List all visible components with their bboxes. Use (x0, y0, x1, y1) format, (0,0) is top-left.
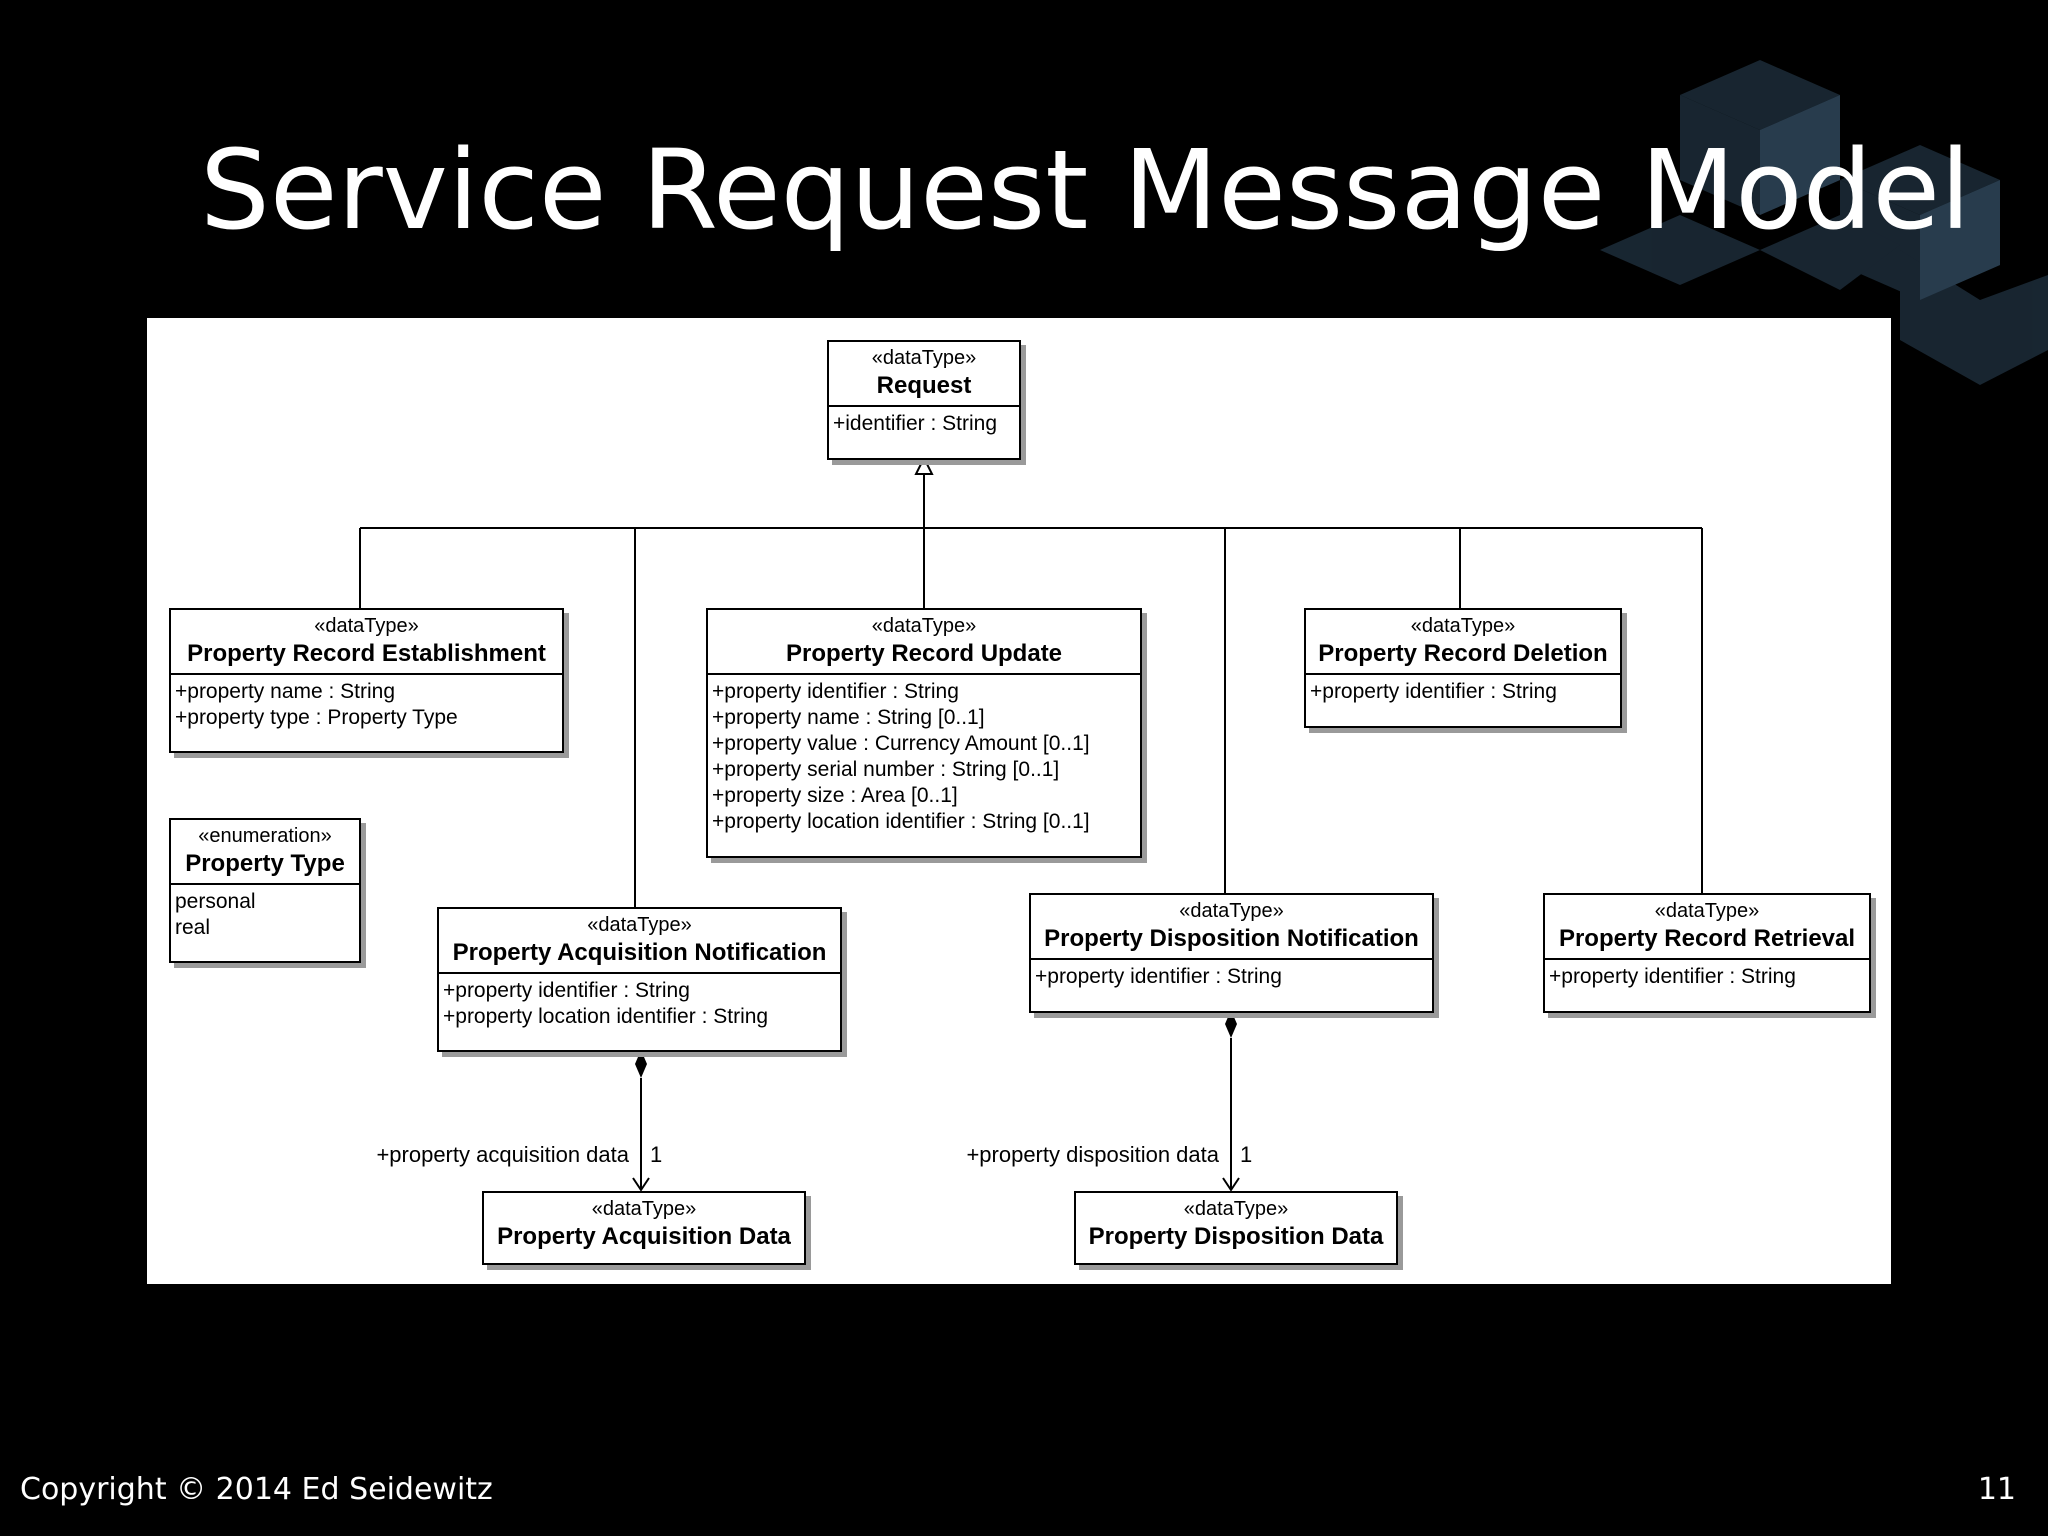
class-property-acquisition-data: «dataType» Property Acquisition Data (482, 1191, 806, 1265)
class-attribute: +property identifier : String (1310, 680, 1557, 703)
class-stereotype: «dataType» (314, 615, 419, 637)
slide-title: Service Request Message Model (200, 126, 1971, 254)
class-attribute: +property identifier : String (712, 680, 959, 703)
class-property-disposition-notification: «dataType» Property Disposition Notifica… (1029, 893, 1434, 1013)
class-name: Request (876, 372, 972, 399)
diagram-connectors (359, 455, 1703, 1192)
class-name: Property Type (185, 850, 345, 877)
class-attribute: +property value : Currency Amount [0..1] (712, 732, 1090, 755)
uml-class-diagram: «dataType» Request +identifier : String … (147, 318, 1891, 1284)
class-name: Property Record Update (785, 640, 1063, 667)
enumeration-literal: real (175, 916, 211, 939)
class-attribute: +property location identifier : String (443, 1005, 769, 1028)
class-stereotype: «dataType» (871, 347, 977, 369)
class-attribute: +identifier : String (833, 412, 998, 435)
association-multiplicity-disposition: 1 (1240, 1142, 1253, 1167)
class-request: «dataType» Request +identifier : String (827, 340, 1021, 460)
class-attribute: +property serial number : String [0..1] (712, 758, 1060, 781)
class-attribute: +property name : String [0..1] (712, 706, 985, 729)
class-stereotype: «dataType» (1179, 900, 1284, 922)
class-stereotype: «enumeration» (198, 825, 332, 847)
class-property-record-update: «dataType» Property Record Update +prope… (706, 608, 1142, 858)
class-stereotype: «dataType» (1410, 615, 1516, 637)
class-attribute: +property name : String (175, 680, 396, 703)
class-name: Property Acquisition Data (497, 1223, 791, 1250)
enumeration-property-type: «enumeration» Property Type personal rea… (169, 818, 361, 963)
class-property-acquisition-notification: «dataType» Property Acquisition Notifica… (437, 907, 842, 1052)
class-attribute: +property identifier : String (1035, 965, 1282, 988)
association-role-acquisition: +property acquisition data (376, 1142, 629, 1167)
association-role-disposition: +property disposition data (966, 1142, 1219, 1167)
class-attribute: +property location identifier : String [… (712, 810, 1090, 833)
class-stereotype: «dataType» (1183, 1198, 1289, 1220)
class-stereotype: «dataType» (871, 615, 977, 637)
class-name: Property Acquisition Notification (452, 939, 827, 966)
class-name: Property Record Deletion (1318, 640, 1608, 667)
class-attribute: +property size : Area [0..1] (712, 784, 958, 807)
copyright-text: Copyright © 2014 Ed Seidewitz (20, 1472, 493, 1507)
class-name: Property Disposition Notification (1044, 925, 1419, 952)
class-attribute: +property identifier : String (1549, 965, 1796, 988)
class-name: Property Record Establishment (187, 640, 546, 667)
class-stereotype: «dataType» (587, 914, 692, 936)
class-attribute: +property identifier : String (443, 979, 690, 1002)
class-attribute: +property type : Property Type (175, 706, 458, 729)
association-multiplicity-acquisition: 1 (650, 1142, 663, 1167)
page-number: 11 (1977, 1472, 2016, 1507)
class-property-record-retrieval: «dataType» Property Record Retrieval +pr… (1543, 893, 1871, 1013)
composition-arrowhead-disposition (1222, 1177, 1240, 1192)
class-name: Property Disposition Data (1088, 1223, 1384, 1250)
composition-arrowhead-acquisition (632, 1177, 650, 1192)
composition-diamond-acquisition (635, 1050, 647, 1078)
composition-diamond-disposition (1225, 1010, 1237, 1038)
class-stereotype: «dataType» (591, 1198, 697, 1220)
enumeration-literal: personal (175, 890, 256, 913)
class-stereotype: «dataType» (1654, 900, 1760, 922)
class-property-disposition-data: «dataType» Property Disposition Data (1074, 1191, 1398, 1265)
class-name: Property Record Retrieval (1558, 925, 1856, 952)
generalization-arrowhead (914, 455, 934, 475)
class-property-record-establishment: «dataType» Property Record Establishment… (169, 608, 564, 753)
class-property-record-deletion: «dataType» Property Record Deletion +pro… (1304, 608, 1622, 728)
